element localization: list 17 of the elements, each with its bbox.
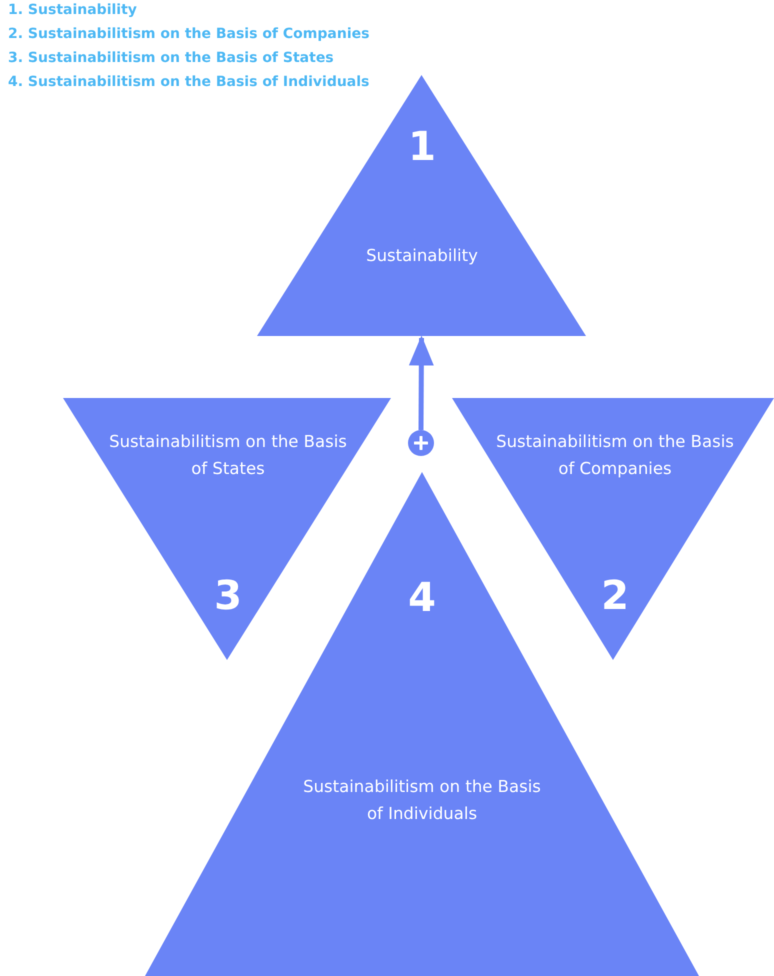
triangle-number: 3: [213, 576, 243, 616]
plus-circle: [408, 430, 434, 456]
triangle-number: 2: [600, 576, 630, 616]
triangle-text: Sustainabilitism on the Basis of Individuals: [302, 776, 542, 825]
triangle-shape: [257, 75, 586, 336]
list-item: 3. Sustainabilitism on the Basis of States: [8, 50, 334, 66]
triangle-shape: [63, 398, 391, 660]
arrow: [408, 336, 434, 430]
triangle-shape: [452, 398, 774, 660]
triangle-text: Sustainabilitism on the Basis of States: [108, 431, 348, 480]
triangle-number: 4: [407, 578, 437, 618]
list-item: 1. Sustainability: [8, 2, 137, 18]
triangle-text: Sustainabilitism on the Basis of Companies: [495, 431, 735, 480]
triangle-number: 1: [407, 127, 437, 167]
list-item: 4. Sustainabilitism on the Basis of Individuals: [8, 74, 370, 90]
triangle-text: Sustainability: [365, 245, 479, 267]
list-item: 2. Sustainabilitism on the Basis of Companies: [8, 26, 370, 42]
